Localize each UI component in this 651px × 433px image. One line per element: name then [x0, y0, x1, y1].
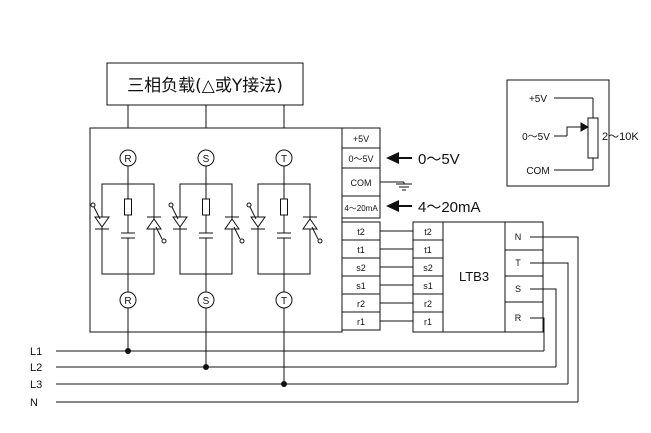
ltb-s2: s2	[423, 263, 433, 273]
line-L3: L3	[30, 379, 42, 391]
terminal-S-top-label: S	[203, 154, 210, 165]
line-L2: L2	[30, 362, 42, 374]
sync-t1: t1	[357, 245, 365, 255]
sync-r1: r1	[357, 317, 365, 327]
ltb-n: N	[515, 232, 522, 242]
supply-lines	[56, 350, 578, 403]
pot-com: COM	[526, 166, 549, 177]
voltage-input-label: 0～5V	[418, 151, 460, 168]
ltb3-line-wires	[530, 236, 579, 402]
potentiometer-icon	[587, 117, 599, 159]
ltb-t1: t1	[424, 245, 432, 255]
ltb-r2: r2	[424, 299, 432, 309]
voltage-input-arrow	[386, 152, 412, 164]
sync-terminal-block	[341, 221, 381, 331]
ltb-r1: r1	[424, 317, 432, 327]
potentiometer-module	[506, 79, 610, 187]
pot-5v: +5V	[529, 94, 547, 105]
control-terminal-block	[341, 127, 381, 219]
ltb-s: S	[515, 284, 521, 294]
sync-r2: r2	[357, 299, 365, 309]
load-label: 三相负载(△或Y接法)	[127, 76, 283, 96]
terminal-com: COM	[351, 178, 372, 188]
sync-t2: t2	[357, 227, 365, 237]
ltb3-label: LTB3	[459, 269, 489, 284]
ltb3-module	[412, 221, 544, 333]
phase-T: T T	[246, 149, 323, 384]
sync-s2: s2	[356, 263, 366, 273]
terminal-0-5v: 0～5V	[348, 154, 373, 164]
terminal-5v: +5V	[353, 134, 369, 144]
current-input-arrow	[386, 200, 412, 212]
ltb-r: R	[515, 313, 522, 323]
terminal-T-top-label: T	[281, 154, 287, 165]
ltb-s1: s1	[423, 281, 433, 291]
phase-S: S S	[168, 149, 245, 367]
three-phase-load: 三相负载(△或Y接法)	[106, 62, 304, 106]
line-L1: L1	[30, 346, 42, 358]
terminal-T-bottom-label: T	[281, 296, 287, 307]
ground-icon	[380, 181, 412, 191]
pot-value: 2～10K	[602, 131, 639, 143]
terminal-R-top	[119, 149, 137, 167]
terminal-T-top	[275, 149, 293, 167]
current-input-label: 4～20mA	[418, 199, 481, 216]
terminal-S-top	[197, 149, 215, 167]
terminal-4-20ma: 4～20mA	[344, 204, 378, 213]
ltb-t2: t2	[424, 227, 432, 237]
terminal-R-top-label: R	[124, 154, 131, 165]
terminal-R-bottom-label: R	[124, 296, 131, 307]
sync-s1: s1	[356, 281, 366, 291]
phase-R: R R	[90, 149, 167, 351]
line-N: N	[30, 397, 38, 409]
ltb-t: T	[515, 258, 521, 268]
terminal-S-bottom-label: S	[203, 296, 210, 307]
junction-dots	[125, 348, 287, 387]
pot-0-5v: 0～5V	[522, 132, 550, 143]
